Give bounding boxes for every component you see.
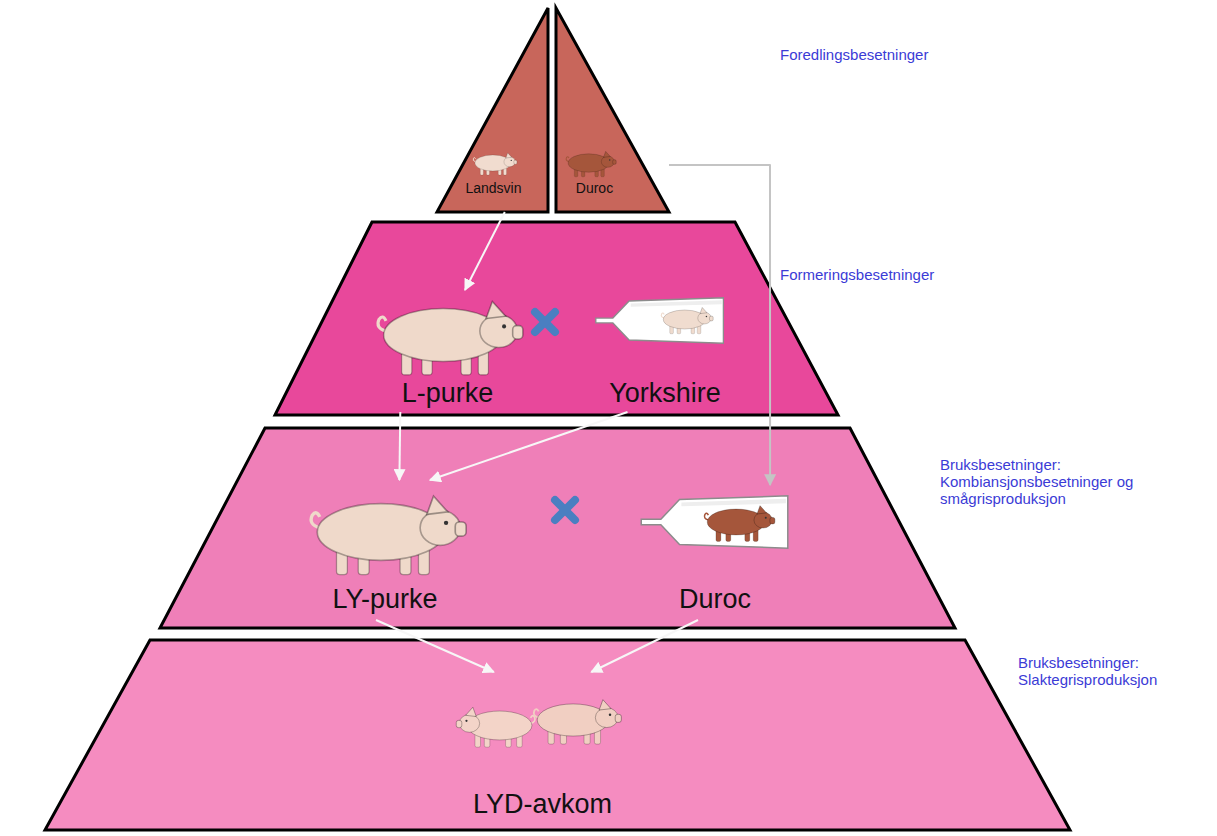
animal-label: Yorkshire xyxy=(590,378,740,409)
animal-label: Duroc xyxy=(630,584,800,615)
tier-heading: Bruksbesetninger: Kombiansjonsbesetninge… xyxy=(940,456,1205,507)
yorkshire-pig xyxy=(661,307,713,333)
duroc-pig xyxy=(704,506,774,542)
tier-heading: Foredlingsbesetninger xyxy=(780,46,990,63)
breeding-tier: ForedlingsbesetningerLandsvin Duroc xyxy=(437,8,997,212)
breed-triangle: Landsvin xyxy=(437,8,550,212)
animal-label: L-purke xyxy=(360,378,535,409)
animal-label: Landsvin xyxy=(437,180,550,196)
tier-heading: Formeringsbesetninger xyxy=(780,266,990,283)
animal-node: LYD-avkom xyxy=(445,672,640,827)
tier-outline xyxy=(160,428,955,628)
tier-outline xyxy=(556,8,669,212)
tier-outline xyxy=(275,222,838,415)
tier-heading: Bruksbesetninger: Slaktegrisproduksjon xyxy=(1018,654,1208,688)
animal-label: Duroc xyxy=(556,180,633,196)
animal-label: LYD-avkom xyxy=(445,789,640,820)
breed-triangle: Duroc xyxy=(556,8,669,212)
tier-outline xyxy=(45,640,1070,830)
animal-label: LY-purke xyxy=(295,584,475,615)
finishing-tier: Bruksbesetninger: SlaktegrisproduksjonLY… xyxy=(45,640,1212,830)
